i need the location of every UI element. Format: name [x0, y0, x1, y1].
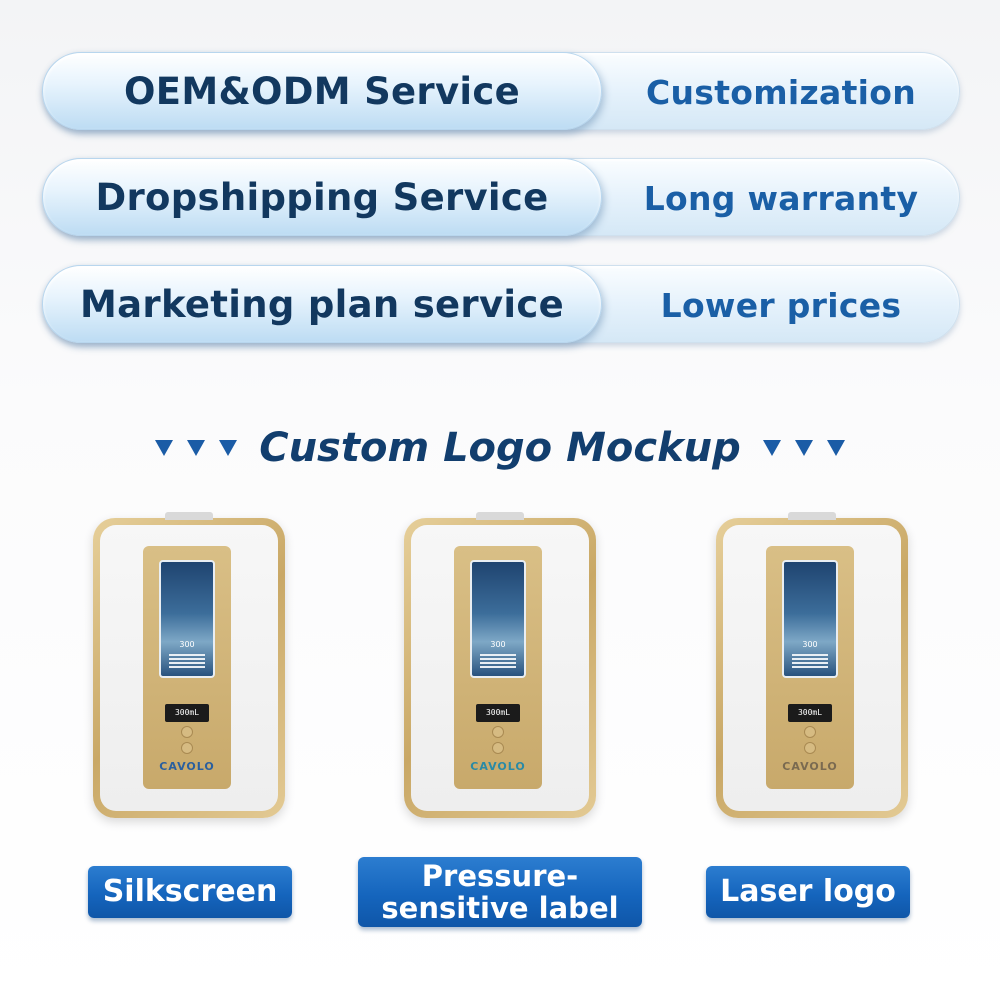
triangle-down-icon	[187, 440, 206, 456]
device-nozzle	[165, 512, 213, 520]
service-pill: Marketing plan service	[42, 265, 602, 343]
triangle-down-icon	[794, 440, 813, 456]
triangle-down-icon	[826, 440, 845, 456]
heading-title: Custom Logo Mockup	[259, 425, 741, 471]
triangle-down-icon	[219, 440, 238, 456]
screen-value: 300	[802, 640, 818, 649]
device-mockup-pressure-label: 300 300mL CAVOLO	[404, 512, 596, 818]
benefit-text: Customization	[645, 72, 917, 112]
lcd-display: 300mL	[476, 704, 520, 722]
benefit-text: Long warranty	[643, 178, 919, 218]
service-row-dropshipping: Long warranty Dropshipping Service	[42, 158, 960, 236]
benefit-text: Lower prices	[660, 285, 902, 325]
device-nozzle	[476, 512, 524, 520]
power-button-icon	[181, 726, 193, 738]
service-pill: OEM&ODM Service	[42, 52, 602, 130]
device-logo: CAVOLO	[470, 760, 526, 773]
service-pill: Dropshipping Service	[42, 158, 602, 236]
level-lines	[792, 654, 828, 668]
triangle-group-left	[155, 440, 238, 456]
device-mockup-silkscreen: 300 300mL CAVOLO	[93, 512, 285, 818]
triangle-down-icon	[155, 440, 174, 456]
lcd-display: 300mL	[788, 704, 832, 722]
label-silkscreen: Silkscreen	[88, 866, 292, 918]
service-row-oem: Customization OEM&ODM Service	[42, 52, 960, 130]
mode-button-icon	[181, 742, 193, 754]
device-screen: 300	[782, 560, 838, 678]
lcd-display: 300mL	[165, 704, 209, 722]
section-heading: Custom Logo Mockup	[0, 418, 1000, 478]
power-button-icon	[492, 726, 504, 738]
device-logo: CAVOLO	[159, 760, 215, 773]
level-lines	[480, 654, 516, 668]
triangle-group-right	[762, 440, 845, 456]
device-panel: 300 300mL CAVOLO	[454, 546, 542, 789]
service-row-marketing: Lower prices Marketing plan service	[42, 265, 960, 343]
device-screen: 300	[159, 560, 215, 678]
screen-value: 300	[490, 640, 506, 649]
screen-value: 300	[179, 640, 195, 649]
label-pressure-sensitive: Pressure-sensitive label	[358, 857, 642, 927]
device-mockup-laser: 300 300mL CAVOLO	[716, 512, 908, 818]
device-nozzle	[788, 512, 836, 520]
mode-button-icon	[804, 742, 816, 754]
level-lines	[169, 654, 205, 668]
label-laser-logo: Laser logo	[706, 866, 910, 918]
device-screen: 300	[470, 560, 526, 678]
power-button-icon	[804, 726, 816, 738]
device-panel: 300 300mL CAVOLO	[766, 546, 854, 789]
mode-button-icon	[492, 742, 504, 754]
triangle-down-icon	[762, 440, 781, 456]
device-panel: 300 300mL CAVOLO	[143, 546, 231, 789]
device-logo: CAVOLO	[782, 760, 838, 773]
